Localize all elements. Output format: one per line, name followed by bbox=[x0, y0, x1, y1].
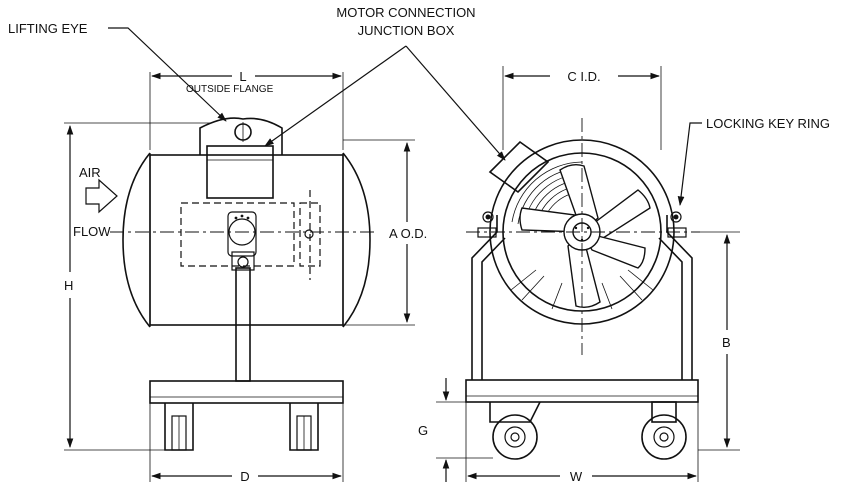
front-view bbox=[465, 118, 700, 460]
side-base bbox=[149, 380, 344, 404]
front-spokes bbox=[510, 269, 654, 310]
dim-W: W bbox=[570, 469, 583, 484]
dim-L: L bbox=[239, 69, 246, 84]
lifting-eye-label: LIFTING EYE bbox=[8, 21, 88, 36]
flow-label: FLOW bbox=[73, 224, 111, 239]
dim-B: B bbox=[722, 335, 731, 350]
leader-lines bbox=[108, 27, 702, 206]
right-flange bbox=[342, 152, 371, 328]
dim-C: C I.D. bbox=[567, 69, 600, 84]
front-caster-right bbox=[641, 401, 687, 460]
air-flow-arrow bbox=[85, 178, 118, 214]
locking-key-ring-right bbox=[667, 211, 687, 238]
side-caster-right bbox=[289, 403, 319, 451]
text-labels: LIFTING EYE MOTOR CONNECTION JUNCTION BO… bbox=[8, 5, 830, 484]
air-label: AIR bbox=[79, 165, 101, 180]
hidden-motor bbox=[180, 202, 295, 267]
lifting-eye bbox=[199, 117, 283, 155]
locking-key-ring-label: LOCKING KEY RING bbox=[706, 116, 830, 131]
motor-connection-label: MOTOR CONNECTION bbox=[336, 5, 475, 20]
front-caster-left bbox=[489, 401, 541, 460]
junction-box bbox=[206, 145, 274, 199]
junction-box-label: JUNCTION BOX bbox=[358, 23, 455, 38]
side-dimensions bbox=[64, 72, 415, 482]
dim-H: H bbox=[64, 278, 73, 293]
front-yoke bbox=[471, 215, 498, 380]
front-base bbox=[465, 379, 699, 403]
dim-A: A O.D. bbox=[389, 226, 427, 241]
front-junction-box bbox=[488, 140, 550, 194]
dim-D: D bbox=[240, 469, 249, 484]
left-flange bbox=[122, 152, 151, 328]
pivot-mount bbox=[227, 211, 257, 271]
side-view bbox=[85, 117, 378, 451]
dim-G: G bbox=[418, 423, 428, 438]
outside-flange-label: OUTSIDE FLANGE bbox=[186, 84, 274, 95]
side-caster-left bbox=[164, 403, 194, 451]
side-housing bbox=[149, 154, 344, 326]
locking-key-ring-left bbox=[477, 211, 497, 238]
front-dimensions bbox=[436, 66, 740, 482]
